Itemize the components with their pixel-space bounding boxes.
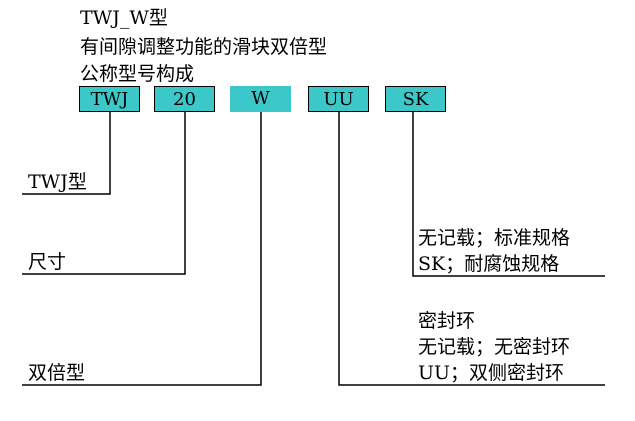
label-seal-heading: 密封环	[418, 310, 476, 332]
code-box-treatment: SK	[385, 86, 446, 112]
code-box-size: 20	[154, 86, 215, 112]
label-treatment-standard: 无记载；标准规格	[418, 227, 571, 249]
connector-seal	[338, 112, 605, 386]
label-treatment-sk: SK；耐腐蚀规格	[418, 253, 560, 275]
label-seal-none: 无记载；无密封环	[418, 336, 571, 358]
title-line-3: 公称型号构成	[80, 63, 195, 85]
connector-series	[22, 112, 111, 195]
connector-type	[22, 112, 262, 386]
code-box-series: TWJ	[79, 86, 140, 112]
title-line-1: TWJ_W型	[80, 7, 168, 29]
code-box-type: W	[230, 86, 291, 112]
label-type: 双倍型	[28, 362, 86, 384]
connector-size	[22, 112, 186, 275]
label-size: 尺寸	[28, 251, 67, 273]
label-series: TWJ型	[28, 171, 87, 193]
label-seal-uu: UU；双侧密封环	[418, 362, 565, 384]
code-box-seal: UU	[308, 86, 369, 112]
connector-treatment	[412, 112, 605, 277]
title-line-2: 有间隙调整功能的滑块双倍型	[80, 36, 328, 58]
